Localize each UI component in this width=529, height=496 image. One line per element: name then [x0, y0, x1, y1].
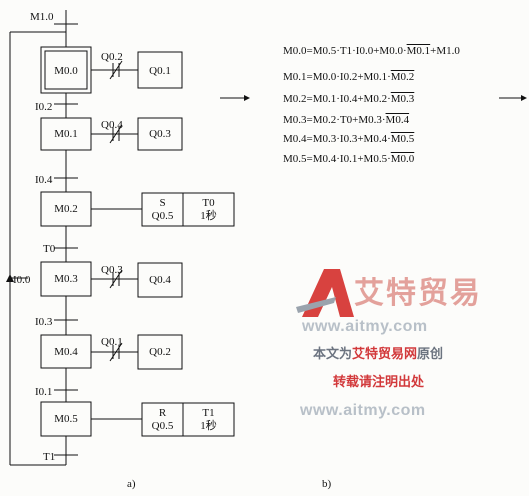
watermark-notice-b: 艾特贸易网: [352, 347, 418, 362]
caption-b: b): [322, 478, 332, 490]
timer-t1-value: 1秒: [200, 420, 217, 432]
equation-5: M0.4=M0.3·I0.3+M0.4·M0.5: [283, 132, 414, 146]
transition-label-5: I0.1: [35, 386, 53, 398]
watermark-reprint-notice: 转载请注明出处: [333, 375, 425, 390]
set-label: S: [159, 197, 166, 209]
equation-1: M0.0=M0.5·T1·I0.0+M0.0·M0.1+M1.0: [283, 44, 460, 58]
output-box-3: Q0.4: [149, 274, 171, 286]
step-box-m0-3: M0.3: [54, 273, 78, 285]
watermark-url-1: www.aitmy.com: [302, 318, 428, 335]
output-box-1: Q0.1: [149, 65, 171, 77]
equation-4-negated-term: M0.4: [385, 114, 410, 126]
transition-label-2: I0.4: [35, 174, 53, 186]
nc-contact-3: [109, 269, 123, 289]
watermark-notice: 本文为艾特贸易网原创: [313, 343, 443, 362]
output-box-4: Q0.2: [149, 346, 171, 358]
equation-6: M0.5=M0.4·I0.1+M0.5·M0.0: [283, 152, 414, 166]
equation-3: M0.2=M0.1·I0.4+M0.2·M0.3: [283, 92, 414, 106]
timer-t0-value: 1秒: [200, 210, 217, 222]
step-box-m0-5: M0.5: [54, 413, 78, 425]
timer-t0: T0: [202, 197, 215, 209]
nc-contact-2: [109, 124, 123, 144]
contact-label-2: Q0.4: [101, 119, 123, 131]
output-box-2: Q0.3: [149, 128, 171, 140]
watermark-url-2: www.aitmy.com: [300, 402, 426, 419]
step-box-m0-4: M0.4: [54, 346, 78, 358]
transition-label-4: I0.3: [35, 316, 53, 328]
transition-label-3: T0: [43, 243, 56, 255]
reset-label: R: [158, 407, 167, 419]
transition-label-6: T1: [43, 451, 56, 463]
watermark-title: 艾特贸易: [354, 276, 482, 311]
contact-label-1: Q0.2: [101, 51, 123, 63]
contact-label-4: Q0.1: [101, 336, 123, 348]
contact-label-3: Q0.3: [101, 264, 123, 276]
nc-contact-4: [109, 342, 123, 362]
equation-4-text: M0.3=M0.2·T0+M0.3·: [283, 114, 386, 126]
equation-1-negated-term: M0.1: [406, 45, 431, 57]
step-box-m0-2: M0.2: [54, 203, 78, 215]
equation-2-negated-term: M0.2: [390, 71, 415, 83]
step-box-m0-0: M0.0: [54, 65, 78, 77]
nc-contact-1: [109, 60, 123, 80]
step-box-m0-1: M0.1: [54, 128, 78, 140]
caption-a: a): [127, 478, 136, 490]
loop-label: I0.0: [13, 274, 31, 286]
equation-2-text: M0.1=M0.0·I0.2+M0.1·: [283, 71, 391, 83]
watermark-logo-icon: [296, 269, 354, 317]
equation-6-negated-term: M0.0: [390, 153, 415, 165]
equation-1-text: M0.0=M0.5·T1·I0.0+M0.0·: [283, 45, 407, 57]
equation-4: M0.3=M0.2·T0+M0.3·M0.4: [283, 113, 409, 127]
set-output: Q0.5: [151, 210, 174, 222]
timer-t1: T1: [202, 407, 215, 419]
transition-label-1: I0.2: [35, 101, 53, 113]
equation-3-negated-term: M0.3: [390, 93, 415, 105]
equation-5-text: M0.4=M0.3·I0.3+M0.4·: [283, 133, 391, 145]
watermark-notice-c: 原创: [417, 347, 444, 362]
top-label: M1.0: [30, 11, 54, 23]
reset-output: Q0.5: [151, 420, 174, 432]
equation-5-negated-term: M0.5: [390, 133, 415, 145]
equation-6-text: M0.5=M0.4·I0.1+M0.5·: [283, 153, 391, 165]
equation-2: M0.1=M0.0·I0.2+M0.1·M0.2: [283, 70, 414, 84]
equation-1-tail: +M1.0: [430, 45, 460, 57]
equation-3-text: M0.2=M0.1·I0.4+M0.2·: [283, 93, 391, 105]
watermark-notice-a: 本文为: [313, 347, 353, 362]
